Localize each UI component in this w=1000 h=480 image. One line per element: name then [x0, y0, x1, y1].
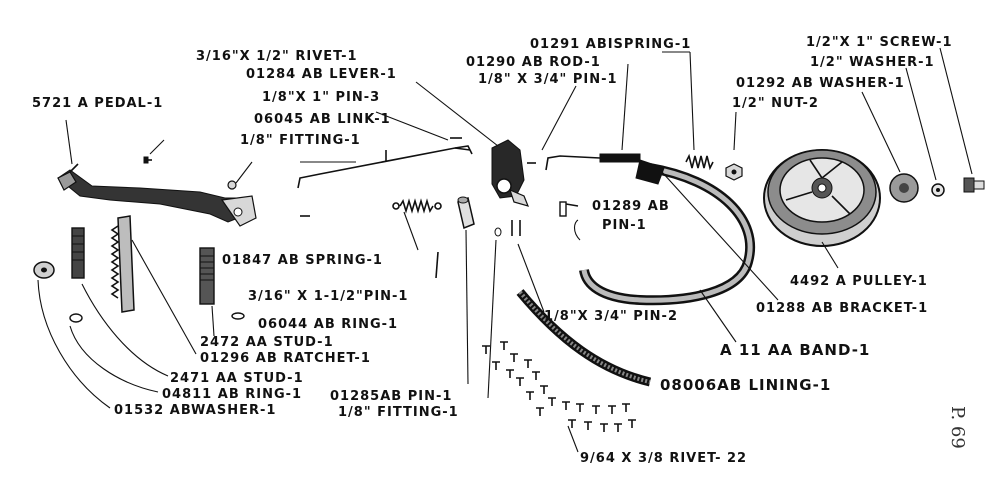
label-fitting-bottom: 1/8" FITTING-1 [338, 405, 459, 420]
leader-pin-01285 [465, 229, 469, 385]
leader-pedal [65, 119, 73, 165]
label-screw: 1/2"X 1" SCREW-1 [806, 35, 953, 50]
stud-2471-part [71, 227, 85, 279]
rivets-9-64-part [482, 341, 636, 432]
pin-1-8x34-bottom-parts [511, 220, 521, 236]
label-lever: 01284 AB LEVER-1 [246, 67, 397, 82]
link-part [297, 145, 473, 189]
leader-pulley [821, 241, 839, 269]
label-washer-01292: 01292 AB WASHER-1 [736, 76, 905, 91]
leader-fitting-bottom [487, 239, 497, 399]
label-rivet-3-16: 3/16"X 1/2" RIVET-1 [196, 49, 358, 64]
ring-04811-part [69, 313, 83, 323]
leader-ratchet [131, 239, 197, 355]
leader-spring-01847 [403, 211, 419, 251]
leader-pin-1-8x34-top [541, 85, 577, 151]
label-nut: 1/2" NUT-2 [732, 96, 819, 111]
label-ring-06044: 06044 AB RING-1 [258, 317, 399, 332]
leader-ring-04811 [69, 325, 159, 393]
leader-stud-2472 [211, 305, 215, 337]
leader-washer-half [905, 67, 937, 181]
rod-part [545, 153, 641, 171]
label-washer-half: 1/2" WASHER-1 [810, 55, 935, 70]
label-pin-3-16: 3/16" X 1-1/2"PIN-1 [248, 289, 409, 304]
screw-part [963, 177, 985, 193]
leader-rod [621, 63, 629, 151]
band-part [579, 159, 756, 306]
label-rod: 01290 AB ROD-1 [466, 55, 601, 70]
stud-2472-part [199, 247, 215, 305]
leader-rivet-9-64 [567, 425, 579, 453]
leader-washer-01292 [861, 91, 901, 173]
label-stud-2471: 2471 AA STUD-1 [170, 371, 304, 386]
pedal-part [57, 169, 257, 227]
lever-part [491, 139, 530, 207]
leader-rivet-3-16 [149, 139, 165, 155]
label-fitting-top: 1/8" FITTING-1 [240, 133, 361, 148]
leader-stud-2471 [81, 283, 169, 377]
label-washer-01532: 01532 ABWASHER-1 [114, 403, 277, 418]
washer-half-part [931, 183, 945, 197]
label-lining: 08006AB LINING-1 [660, 376, 832, 394]
leader-pin-1-8x1 [375, 111, 449, 141]
label-pulley: 4492 A PULLEY-1 [790, 274, 928, 289]
label-bracket: 01288 AB BRACKET-1 [756, 301, 929, 316]
label-pedal: 5721 A PEDAL-1 [32, 96, 164, 111]
label-pin-01289-b: PIN-1 [602, 218, 647, 233]
rivet-3-16-part [143, 156, 152, 164]
leader-fitting-top [235, 161, 253, 184]
ratchet-part [110, 215, 135, 313]
label-pin-01285: 01285AB PIN-1 [330, 389, 453, 404]
label-ring-04811: 04811 AB RING-1 [162, 387, 303, 402]
label-spring-01847: 01847 AB SPRING-1 [222, 253, 383, 268]
label-pin-1-8x1: 1/8"X 1" PIN-3 [262, 90, 381, 105]
leader-spring-b [689, 51, 695, 151]
fitting-bottom-part [494, 227, 502, 237]
label-ratchet: 01296 AB RATCHET-1 [200, 351, 371, 366]
label-stud-2472: 2472 AA STUD-1 [200, 335, 334, 350]
label-pin-1-8x34-top: 1/8" X 3/4" PIN-1 [478, 72, 618, 87]
label-spring-01291: 01291 ABISPRING-1 [530, 37, 692, 52]
label-pin-01289-a: 01289 AB [592, 199, 670, 214]
hook-part [573, 219, 581, 241]
label-rivet-9-64: 9/64 X 3/8 RIVET- 22 [580, 451, 748, 466]
pin-3-16-part [435, 251, 439, 279]
pin-1-8x1-parts [300, 137, 462, 217]
ring-06044-part [231, 312, 245, 320]
pin-01289-part [559, 201, 579, 217]
lining-part [516, 289, 652, 387]
label-band: A 11 AA BAND-1 [720, 341, 871, 359]
washer-01532-part [33, 261, 55, 279]
nut-part [725, 163, 743, 181]
label-pin-1-8x34-bottom: 1/8"X 3/4" PIN-2 [544, 309, 678, 324]
spring-01291-part [685, 153, 714, 171]
page-note: P. 69 [947, 406, 968, 449]
leader-washer-01532 [37, 279, 111, 409]
label-link: 06045 AB LINK-1 [254, 112, 391, 127]
spring-01847-part [392, 198, 442, 214]
leader-pin-1-8x34-bottom [517, 243, 545, 313]
washer-01292-part [889, 173, 919, 203]
leader-bracket [661, 171, 779, 301]
fitting-small-left [227, 180, 237, 190]
pin-01285-part [457, 196, 475, 230]
leader-screw [939, 47, 973, 175]
leader-nut [733, 111, 737, 151]
leader-lever [415, 81, 499, 147]
leader-band [699, 289, 737, 343]
pulley-part [763, 149, 881, 247]
